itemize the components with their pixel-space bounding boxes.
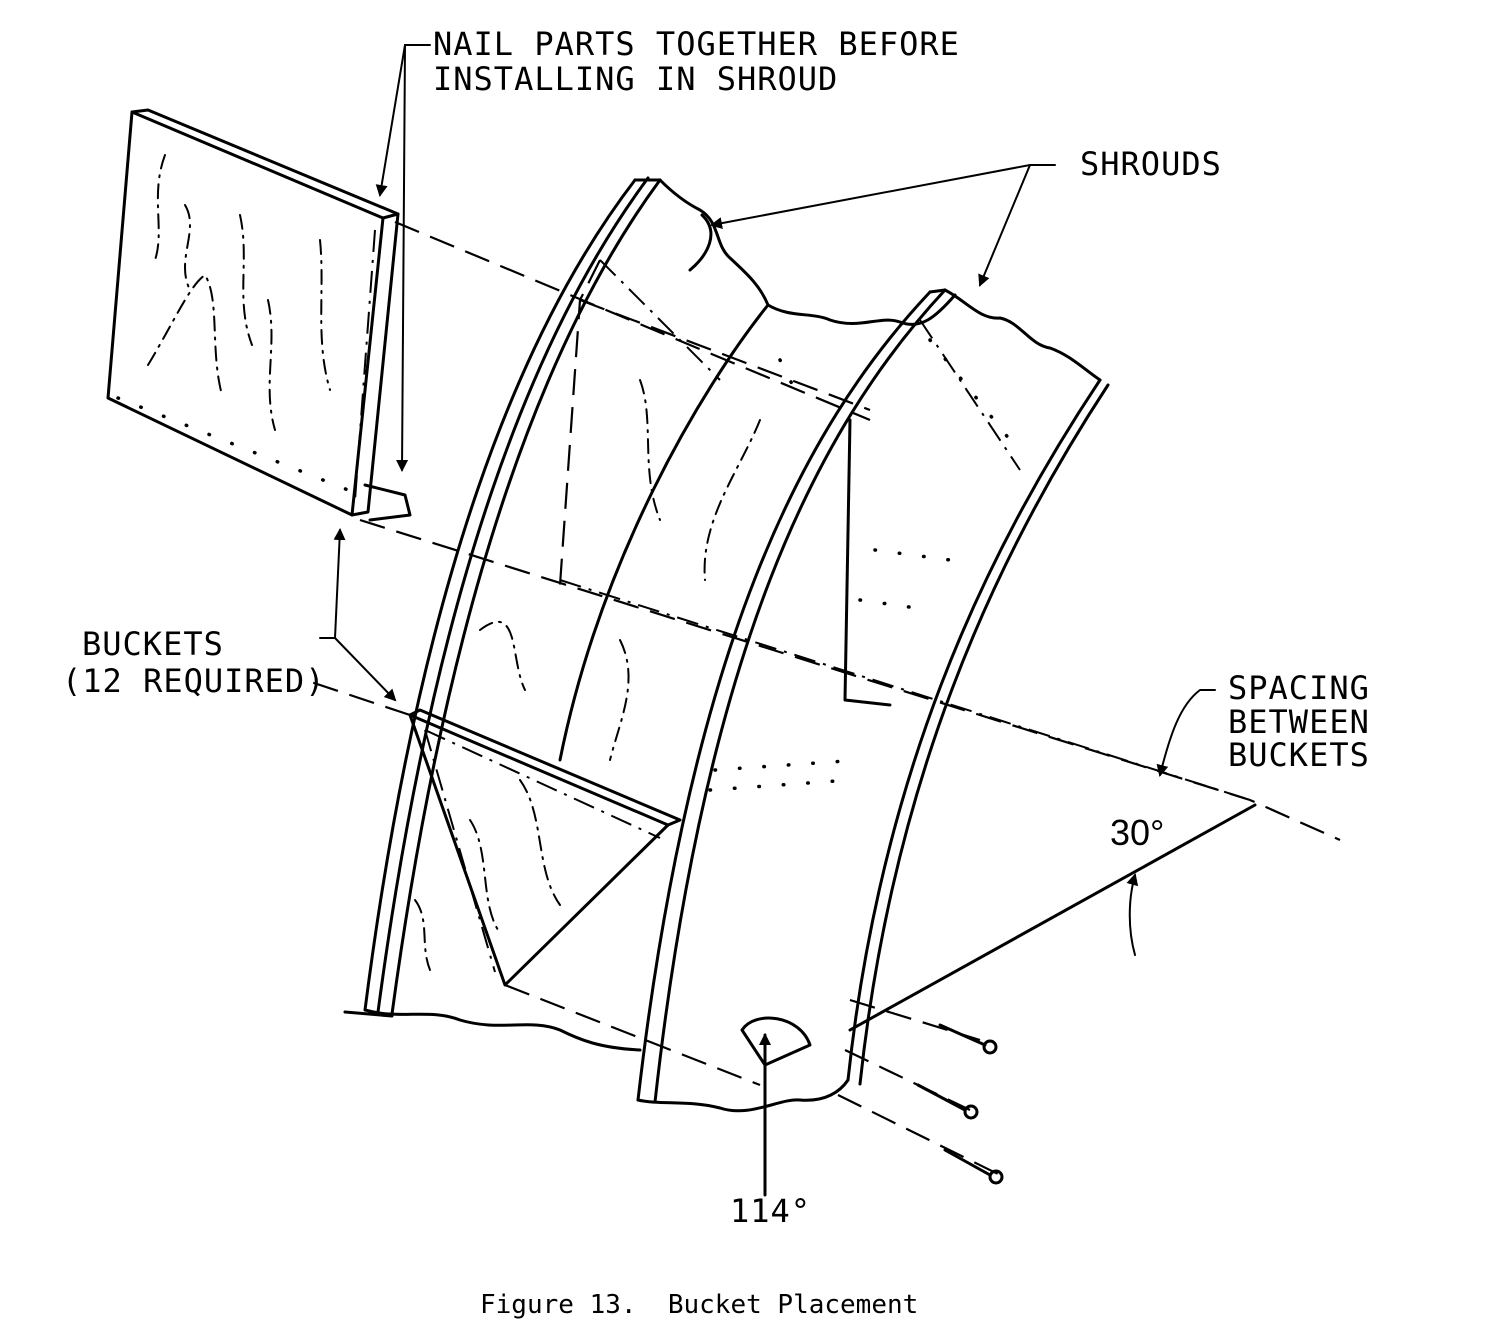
nail-note-line2: INSTALLING IN SHROUD <box>433 60 838 98</box>
shrouds-label: SHROUDS <box>1080 145 1222 183</box>
nail-note-line1: NAIL PARTS TOGETHER BEFORE <box>433 25 960 63</box>
leader-lines <box>319 44 1216 956</box>
nails <box>916 1023 1004 1185</box>
figure-caption: Figure 13. Bucket Placement <box>480 1290 918 1320</box>
front-shroud <box>636 288 1110 1113</box>
buckets-label-line2: (12 REQUIRED) <box>62 662 325 700</box>
spacing-label-line1: SPACING <box>1228 669 1370 707</box>
detached-bucket <box>106 108 412 522</box>
spacing-label-line2: BETWEEN <box>1228 703 1370 741</box>
angle-114-label: 114° <box>730 1192 811 1230</box>
spacing-label-line3: BUCKETS <box>1228 736 1370 774</box>
angle-30-label: 30° <box>1110 812 1164 853</box>
angle-114-indicator <box>740 1016 812 1197</box>
buckets-label-line1: BUCKETS <box>82 625 224 663</box>
centerlines <box>359 220 1341 1176</box>
back-shroud <box>343 176 957 1018</box>
middle-bucket <box>479 259 1021 761</box>
installed-bucket <box>304 678 862 1087</box>
